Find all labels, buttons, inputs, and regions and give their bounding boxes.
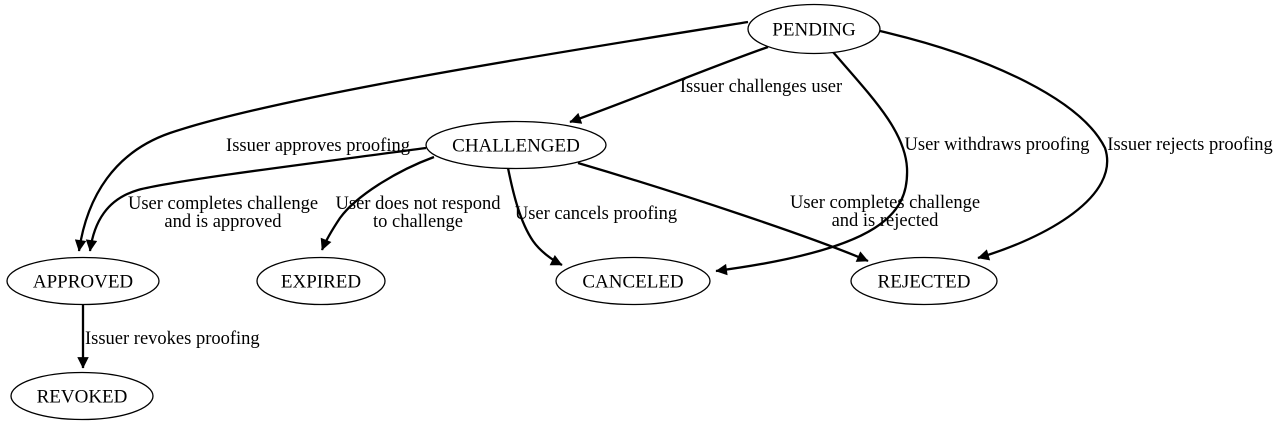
edge-labels: Issuer challenges user Issuer approves p… (85, 77, 1273, 349)
expired-label: EXPIRED (281, 272, 361, 293)
rejected-ellipse (850, 256, 998, 306)
state-node-approved: APPROVED (6, 256, 160, 306)
state-node-challenged: CHALLENGED (425, 120, 607, 170)
edge-pending-to-rejected (879, 29, 1109, 261)
edge-pending-to-challenged (569, 45, 769, 124)
edge-pending-to-canceled (715, 51, 909, 276)
edge-label-user-cancels-proofing: User cancels proofing (515, 204, 677, 224)
approved-label: APPROVED (33, 272, 133, 293)
approved-ellipse (6, 256, 160, 306)
expired-ellipse (256, 256, 386, 306)
edge-label-issuer-rejects-proofing: Issuer rejects proofing (1107, 135, 1272, 155)
state-node-rejected: REJECTED (850, 256, 998, 306)
edges (74, 20, 1109, 369)
edge-label-user-does-not-respond-line1: User does not respond (336, 194, 502, 214)
edge-label-user-completes-rejected-line1: User completes challenge (790, 193, 980, 213)
edge-label-user-completes-approved-line2: and is approved (164, 212, 282, 232)
state-node-expired: EXPIRED (256, 256, 386, 306)
edge-label-user-completes-rejected-line2: and is rejected (832, 211, 940, 231)
canceled-label: CANCELED (582, 272, 683, 293)
edge-challenged-to-expired (320, 155, 435, 251)
edge-label-user-does-not-respond-line2: to challenge (373, 212, 463, 232)
state-node-pending: PENDING (747, 3, 881, 55)
edge-label-user-completes-approved-line1: User completes challenge (128, 194, 318, 214)
pending-label: PENDING (772, 20, 856, 41)
challenged-ellipse (425, 120, 607, 170)
rejected-label: REJECTED (878, 272, 971, 293)
state-node-revoked: REVOKED (10, 371, 154, 421)
revoked-ellipse (10, 371, 154, 421)
edge-label-user-withdraws-proofing: User withdraws proofing (905, 135, 1090, 155)
canceled-ellipse (555, 256, 711, 306)
pending-ellipse (747, 3, 881, 55)
state-node-canceled: CANCELED (555, 256, 711, 306)
edge-label-issuer-revokes-proofing: Issuer revokes proofing (85, 329, 260, 349)
revoked-label: REVOKED (37, 387, 128, 408)
edge-challenged-to-rejected (577, 161, 869, 263)
nodes: PENDING CHALLENGED APPROVED EXPIRED CANC… (6, 3, 998, 421)
challenged-label: CHALLENGED (452, 136, 580, 157)
edge-label-issuer-challenges-user: Issuer challenges user (680, 77, 842, 97)
edge-pending-to-approved (74, 20, 749, 252)
edge-label-issuer-approves-proofing: Issuer approves proofing (226, 136, 410, 156)
edge-challenged-to-approved (85, 146, 427, 252)
edge-challenged-to-canceled (506, 167, 563, 267)
